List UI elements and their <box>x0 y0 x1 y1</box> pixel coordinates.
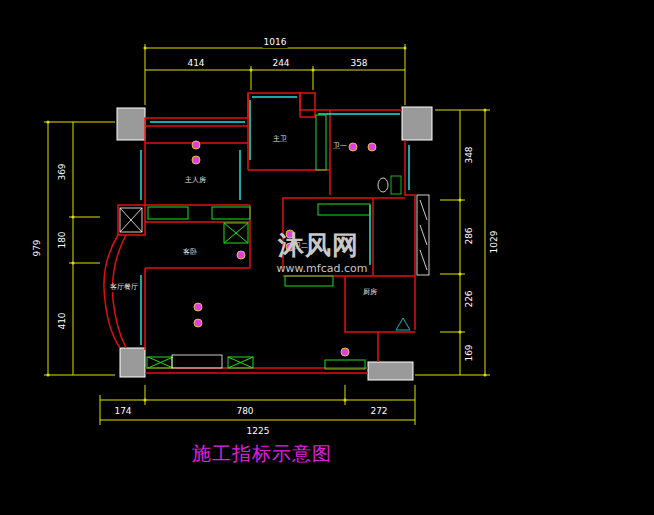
dimension-label: 180 <box>58 230 68 249</box>
dimension-label: 174 <box>113 407 132 417</box>
room-label: 客卧 <box>182 249 198 257</box>
room-label: 主卫 <box>272 136 288 144</box>
dimension-label: 272 <box>369 407 388 417</box>
dimension-label: 780 <box>235 407 254 417</box>
dimension-label: 1225 <box>246 427 271 437</box>
dimension-label: 414 <box>186 59 205 69</box>
dimension-label: 348 <box>465 145 475 164</box>
room-label: 主人房 <box>184 177 207 185</box>
watermark: www.mfcad.com <box>276 263 369 275</box>
dimension-label: 226 <box>465 289 475 308</box>
dimension-label: 358 <box>349 59 368 69</box>
dimension-label: 169 <box>465 343 475 362</box>
dimension-label: 369 <box>58 162 68 181</box>
dimension-label: 1016 <box>263 38 288 48</box>
watermark: 沐风网 <box>277 231 360 260</box>
caption: 施工指标示意图 <box>191 443 333 464</box>
dimension-label: 979 <box>33 238 43 257</box>
dimension-label: 410 <box>58 311 68 330</box>
dimension-label: 286 <box>465 226 475 245</box>
room-label: 卫一 <box>332 143 348 151</box>
room-label: 客厅餐厅 <box>109 284 139 292</box>
dimension-label: 1029 <box>490 230 500 255</box>
dimension-label: 244 <box>271 59 290 69</box>
room-label: 厨房 <box>362 289 378 297</box>
